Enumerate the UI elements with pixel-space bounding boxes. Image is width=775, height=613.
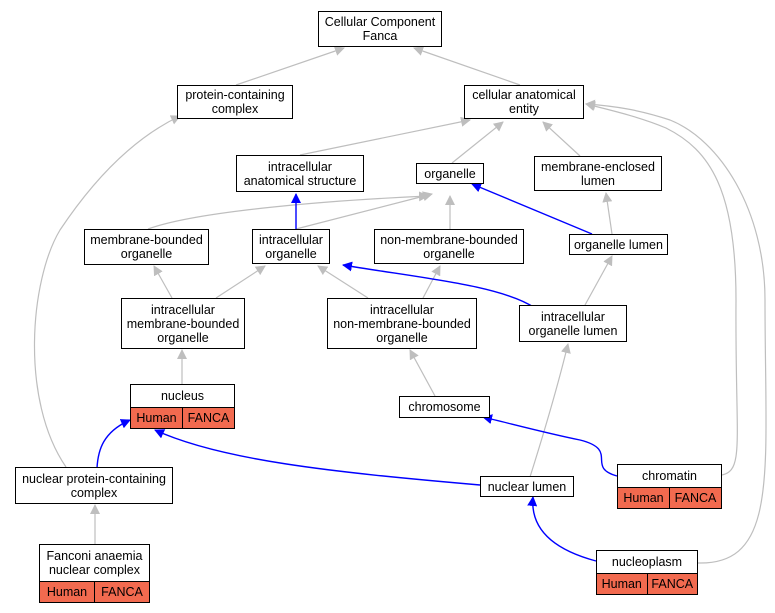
edge-imbo-mbo xyxy=(153,265,173,299)
node-label: nucleus xyxy=(131,385,234,408)
node-membrane-bounded-organelle[interactable]: membrane-bounded organelle xyxy=(84,229,209,265)
edge-imbo-io xyxy=(215,265,266,299)
edge-inmbo-nmbo xyxy=(422,265,441,299)
gene-badge: FANCA xyxy=(646,574,697,594)
node-label: Fanconi anaemia nuclear complex xyxy=(40,545,149,582)
node-cellular-component[interactable]: Cellular Component Fanca xyxy=(318,11,442,47)
species-badge: Human xyxy=(40,582,94,602)
node-label: non-membrane-bounded organelle xyxy=(380,232,518,261)
node-label: nucleoplasm xyxy=(597,551,697,574)
species-badge: Human xyxy=(131,408,182,428)
node-intracellular-organelle[interactable]: intracellular organelle xyxy=(252,229,330,264)
species-badge: Human xyxy=(597,574,647,594)
edge-inmbo-io xyxy=(317,265,369,299)
node-label: nuclear protein-containing complex xyxy=(22,471,166,500)
edge-nl-nucleus xyxy=(154,429,481,486)
node-organelle[interactable]: organelle xyxy=(416,163,484,184)
node-intracellular-anatomical-structure[interactable]: intracellular anatomical structure xyxy=(236,155,364,192)
edge-ol-mel xyxy=(602,192,613,235)
node-protein-containing-complex[interactable]: protein-containing complex xyxy=(177,85,293,119)
node-cellular-anatomical-entity[interactable]: cellular anatomical entity xyxy=(464,85,584,119)
node-nuclear-lumen[interactable]: nuclear lumen xyxy=(480,476,574,497)
node-label: intracellular anatomical structure xyxy=(243,159,357,188)
node-chromosome[interactable]: chromosome xyxy=(399,396,490,418)
gene-badge: FANCA xyxy=(669,488,721,508)
gene-badge: FANCA xyxy=(182,408,234,428)
edge-mel-cae xyxy=(542,121,581,157)
edge-org-cae xyxy=(451,121,504,164)
edge-cae-root xyxy=(413,46,521,86)
node-label: intracellular membrane-bounded organelle xyxy=(126,302,240,345)
node-label: membrane-enclosed lumen xyxy=(541,159,655,188)
node-label: Cellular Component Fanca xyxy=(324,15,436,43)
node-label: nuclear lumen xyxy=(487,479,567,494)
edge-chromatin-chrom xyxy=(482,414,618,477)
edge-nucleoplasm-cae xyxy=(585,99,767,564)
node-intracellular-membrane-bounded-organelle[interactable]: intracellular membrane-bounded organelle xyxy=(121,298,245,349)
edge-chromatin-cae xyxy=(585,101,738,476)
node-label: organelle xyxy=(424,166,476,181)
edge-npc-pc xyxy=(33,115,181,468)
node-label: cellular anatomical entity xyxy=(472,88,576,116)
node-intracellular-non-membrane-bounded-organelle[interactable]: intracellular non-membrane-bounded organ… xyxy=(327,298,477,349)
node-membrane-enclosed-lumen[interactable]: membrane-enclosed lumen xyxy=(534,156,662,191)
edge-iol-ol xyxy=(584,255,613,306)
edge-npc-nucleus xyxy=(96,419,131,469)
edge-nl-iol xyxy=(529,343,571,478)
node-label: organelle lumen xyxy=(574,237,663,252)
species-badge: Human xyxy=(618,488,669,508)
node-label: intracellular non-membrane-bounded organ… xyxy=(333,302,471,345)
node-label: intracellular organelle lumen xyxy=(528,309,618,338)
node-label: chromatin xyxy=(618,465,721,488)
node-label: membrane-bounded organelle xyxy=(90,233,203,261)
edge-ol-org xyxy=(471,182,593,235)
node-non-membrane-bounded-organelle[interactable]: non-membrane-bounded organelle xyxy=(374,229,524,264)
node-label: chromosome xyxy=(408,400,481,414)
node-label: intracellular organelle xyxy=(259,232,323,261)
edge-np-nl xyxy=(527,496,597,562)
node-label: protein-containing complex xyxy=(185,88,285,116)
edge-mbo-org xyxy=(147,191,429,230)
node-organelle-lumen[interactable]: organelle lumen xyxy=(569,234,668,255)
gene-badge: FANCA xyxy=(94,582,149,602)
edge-iol-io xyxy=(342,261,536,309)
edge-pc-root xyxy=(235,46,345,86)
edge-io-org xyxy=(295,191,433,230)
node-nuclear-protein-containing-complex[interactable]: nuclear protein-containing complex xyxy=(15,467,173,504)
edge-chrom-inmbo xyxy=(409,349,436,397)
node-intracellular-organelle-lumen[interactable]: intracellular organelle lumen xyxy=(519,305,627,342)
edge-ias-cae xyxy=(299,116,471,156)
